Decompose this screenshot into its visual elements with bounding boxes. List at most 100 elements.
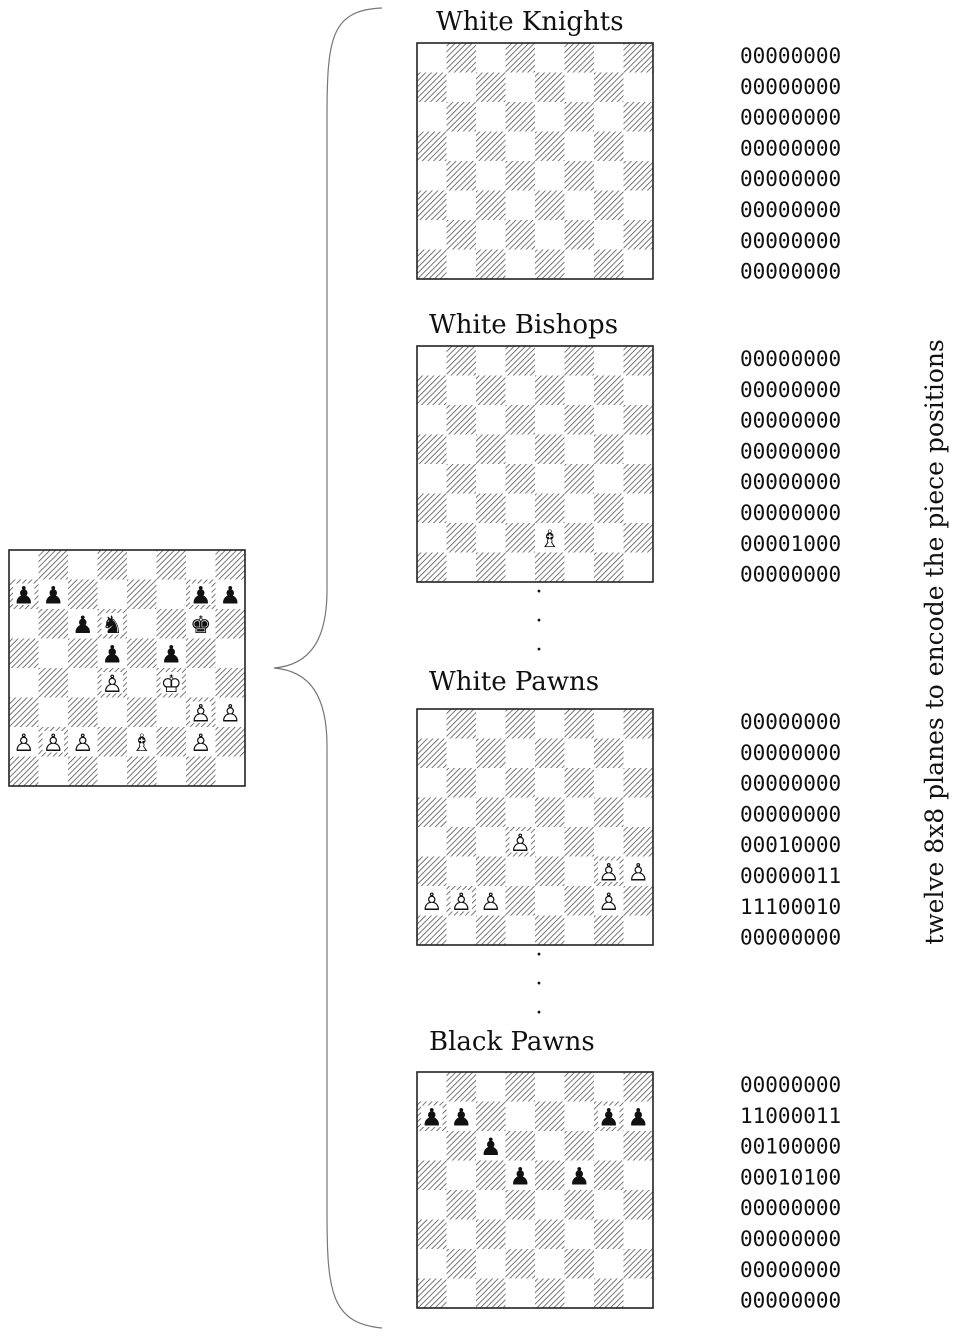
board-square (535, 376, 565, 406)
board-square (447, 220, 477, 250)
board-square (39, 757, 69, 787)
board-square (476, 1102, 506, 1132)
bit-row: 00000000 (740, 563, 841, 587)
board-square (535, 1249, 565, 1279)
board-square (535, 73, 565, 103)
white-pawn-icon: ♙ (101, 670, 123, 698)
board-square (216, 757, 246, 787)
board-square (476, 523, 506, 553)
board-square (68, 698, 98, 728)
board-square (624, 827, 654, 857)
board-square (506, 405, 536, 435)
plane-title: Black Pawns (429, 1027, 595, 1057)
board-square (624, 73, 654, 103)
board-square (127, 698, 157, 728)
board-square (535, 464, 565, 494)
board-square (216, 668, 246, 698)
plane-white-pawns: White Pawns♙♙♙♙♙♙♙0000000000000000000000… (417, 667, 841, 950)
board-square (417, 250, 447, 280)
plane-piece-icon: ♟ (598, 1103, 620, 1131)
board-square (624, 1072, 654, 1102)
black-pawn-icon: ♟ (190, 581, 212, 609)
board-square (565, 405, 595, 435)
board-square (9, 550, 39, 580)
board-square (594, 405, 624, 435)
board-square (417, 1072, 447, 1102)
board-square (535, 1072, 565, 1102)
board-square (9, 609, 39, 639)
board-square (594, 464, 624, 494)
black-pawn-icon: ♟ (13, 581, 35, 609)
white-bishop-icon: ♗ (131, 729, 153, 757)
board-square (624, 553, 654, 583)
board-square (565, 102, 595, 132)
board-square (624, 346, 654, 376)
bit-row: 00000000 (740, 1289, 841, 1313)
board-square (594, 346, 624, 376)
board-square (417, 709, 447, 739)
board-square (417, 102, 447, 132)
board-square (535, 1220, 565, 1250)
board-square (535, 191, 565, 221)
board-square (506, 1102, 536, 1132)
board-square (68, 668, 98, 698)
board-square (624, 916, 654, 946)
white-king-icon: ♔ (160, 670, 182, 698)
bit-row: 00000000 (740, 198, 841, 222)
board-square (594, 768, 624, 798)
plane-black-pawns: Black Pawns♟♟♟♟♟♟♟0000000011000011001000… (417, 1027, 841, 1313)
board-square (506, 1190, 536, 1220)
board-square (39, 609, 69, 639)
board-square (447, 102, 477, 132)
board-square (535, 1161, 565, 1191)
board-square (186, 757, 216, 787)
white-pawn-icon: ♙ (190, 729, 212, 757)
board-square (447, 1190, 477, 1220)
board-square (594, 1220, 624, 1250)
bit-row: 00000000 (740, 229, 841, 253)
board-square (594, 739, 624, 769)
board-square (98, 698, 128, 728)
board-square (447, 191, 477, 221)
board-square (476, 553, 506, 583)
plane-piece-icon: ♙ (421, 888, 443, 916)
board-square (417, 435, 447, 465)
board-square (624, 250, 654, 280)
board-square (506, 376, 536, 406)
plane-piece-icon: ♗ (539, 525, 561, 553)
board-square (565, 857, 595, 887)
board-square (447, 553, 477, 583)
board-square (476, 220, 506, 250)
board-square (39, 550, 69, 580)
board-square (535, 1131, 565, 1161)
board-square (476, 1190, 506, 1220)
board-square (565, 161, 595, 191)
black-pawn-icon: ♟ (72, 611, 94, 639)
board-square (417, 161, 447, 191)
board-square (594, 435, 624, 465)
board-square (624, 220, 654, 250)
board-square (624, 435, 654, 465)
board-square (476, 435, 506, 465)
board-square (186, 550, 216, 580)
board-square (506, 768, 536, 798)
board-square (476, 43, 506, 73)
bit-row: 00000000 (740, 260, 841, 284)
board-square (535, 916, 565, 946)
board-square (417, 1249, 447, 1279)
board-square (98, 580, 128, 610)
board-square (476, 1072, 506, 1102)
plane-piece-icon: ♟ (480, 1133, 502, 1161)
board-square (565, 1131, 595, 1161)
board-square (506, 161, 536, 191)
board-square (506, 523, 536, 553)
board-square (565, 1072, 595, 1102)
board-square (535, 494, 565, 524)
board-square (447, 43, 477, 73)
board-square (535, 1102, 565, 1132)
board-square (624, 464, 654, 494)
board-square (476, 739, 506, 769)
board-square (594, 43, 624, 73)
board-square (476, 191, 506, 221)
board-square (624, 1161, 654, 1191)
